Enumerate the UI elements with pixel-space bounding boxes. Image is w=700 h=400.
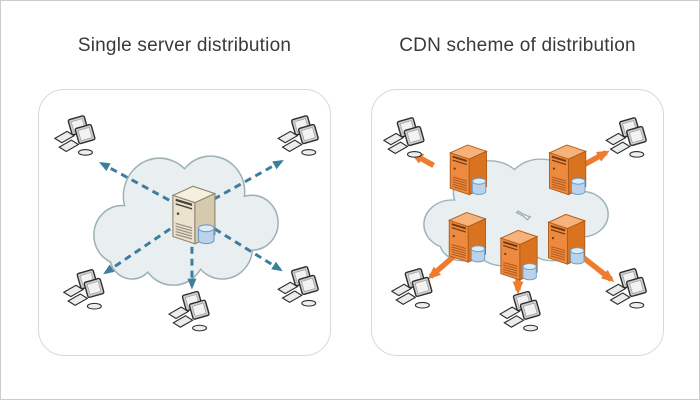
edge-server-icon <box>448 211 486 263</box>
single-server-diagram <box>54 114 320 332</box>
distribution-arrows-dashed <box>99 160 284 290</box>
cdn-panel <box>371 89 664 356</box>
client-workstation-icon <box>277 265 320 307</box>
edge-server-icon <box>549 144 587 196</box>
single-server-title: Single server distribution <box>77 35 292 56</box>
edge-server-icon <box>449 144 487 196</box>
cdn-title: CDN scheme of distribution <box>399 35 636 56</box>
client-workstation-icon <box>605 116 648 158</box>
edge-server-icon <box>500 229 538 281</box>
client-workstation-icon <box>63 268 105 310</box>
cdn-diagram <box>383 116 648 332</box>
client-workstation-icon <box>168 290 211 332</box>
edge-server-icon <box>548 213 586 265</box>
client-workstation-icon <box>605 267 648 309</box>
client-workstation-icon <box>499 290 542 332</box>
client-workstation-icon <box>391 267 433 309</box>
client-workstation-icon <box>277 114 320 156</box>
single-server-panel <box>38 89 331 356</box>
client-workstation-icon <box>383 116 425 158</box>
origin-server-icon <box>172 185 216 245</box>
client-workstation-icon <box>54 114 96 156</box>
